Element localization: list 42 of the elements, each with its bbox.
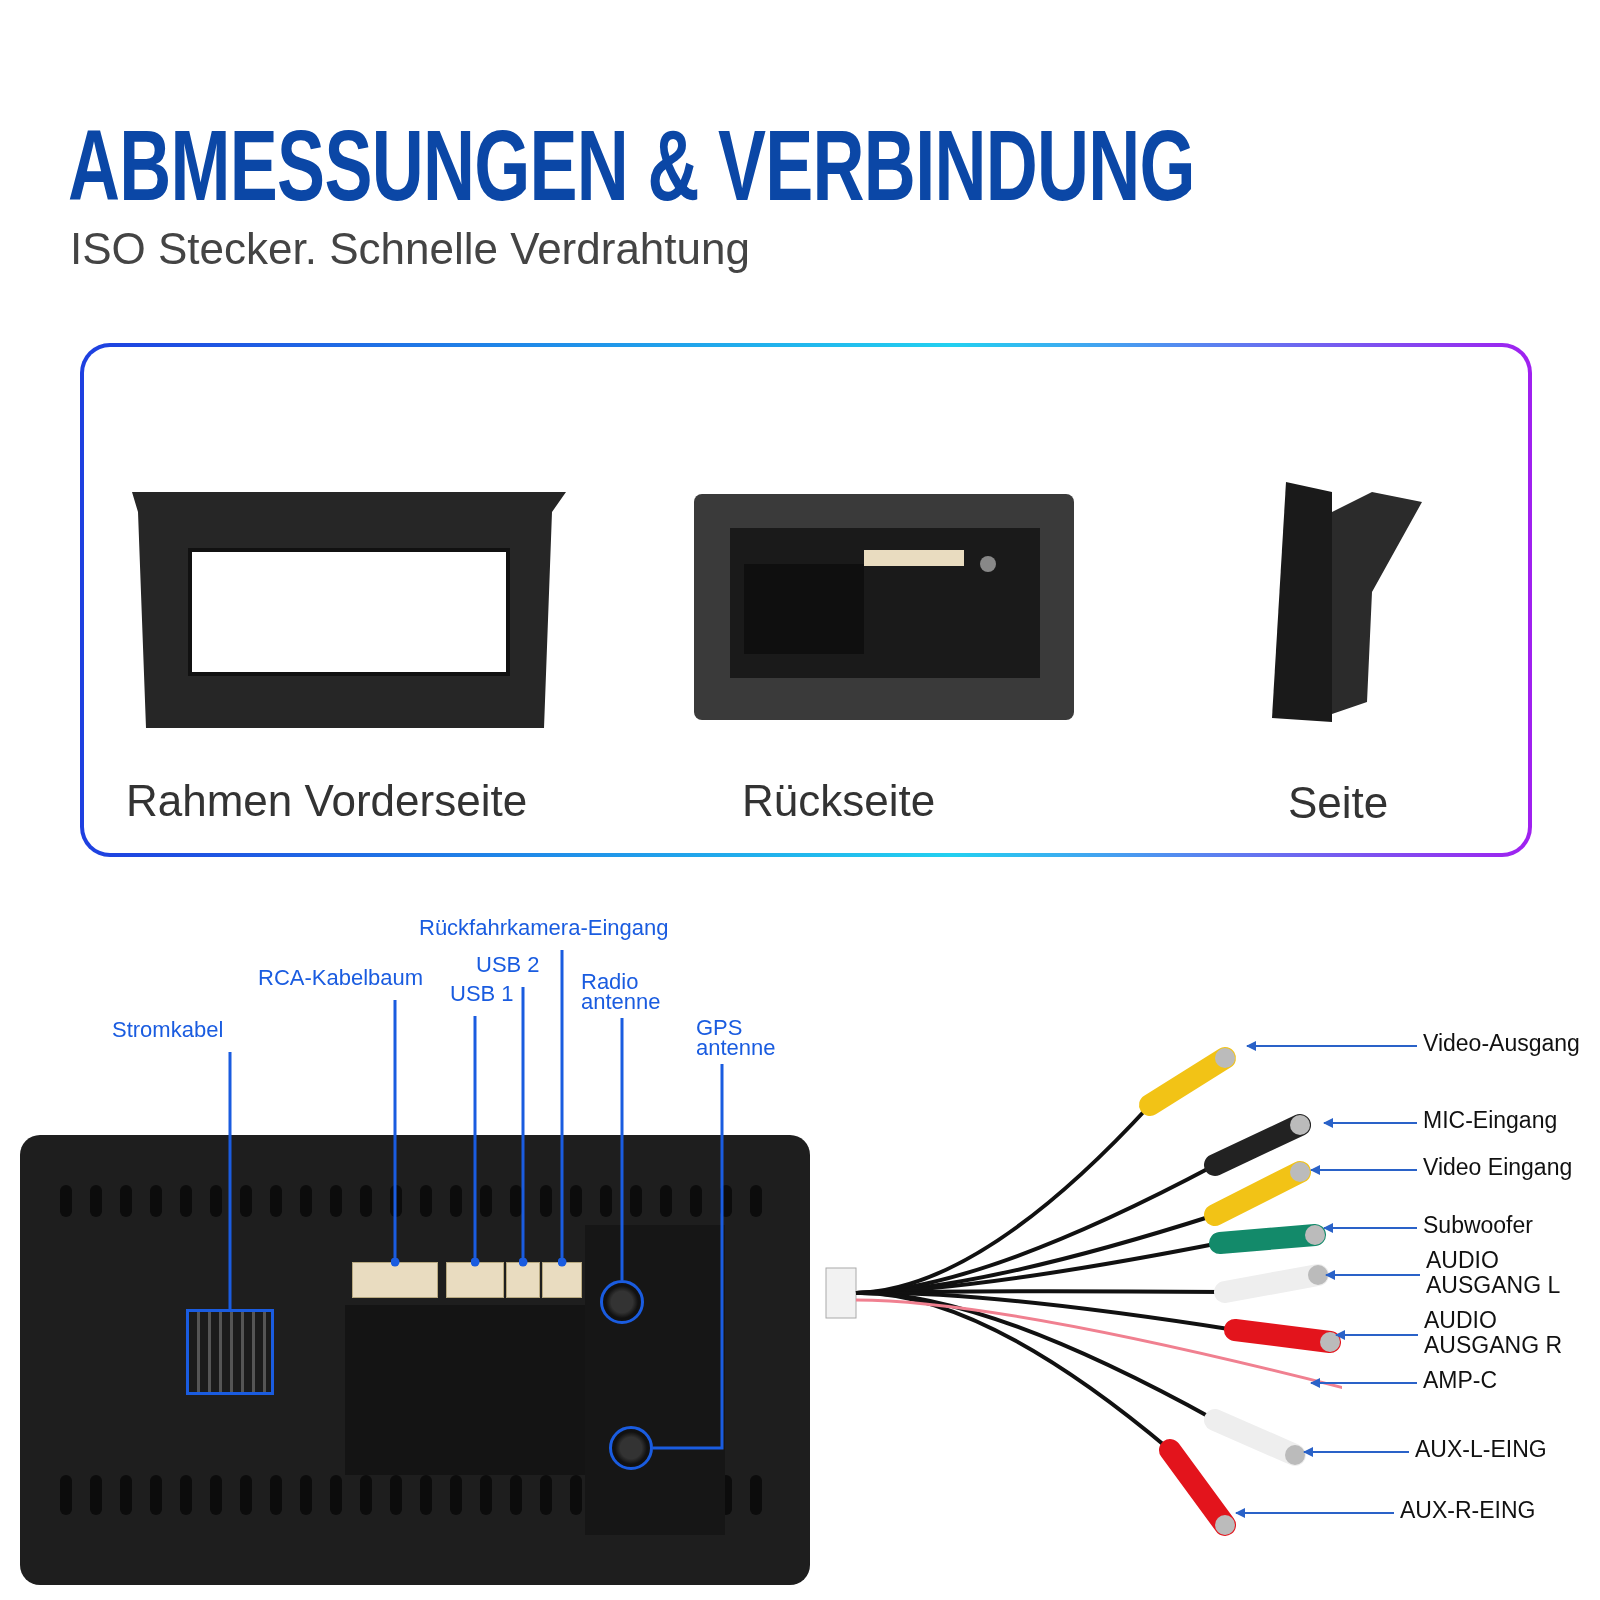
leader-line <box>518 987 528 1267</box>
callout-label: Stromkabel <box>112 1020 244 1050</box>
arrow <box>1303 1447 1410 1457</box>
callout-label: AUDIO AUSGANG R <box>1424 1308 1574 1362</box>
callout-label: AUX-R-EING <box>1400 1498 1540 1528</box>
leader-line <box>470 1016 480 1267</box>
subtitle-text: ISO Stecker. Schnelle Verdrahtung <box>70 224 750 274</box>
leader-line <box>557 950 567 1267</box>
callout-label: MIC-Eingang <box>1423 1108 1573 1138</box>
callout-label: USB 2 <box>476 955 548 985</box>
caption-text: Rückseite <box>742 776 936 826</box>
callout-label: Rückfahrkamera-Eingang <box>419 918 694 948</box>
callout-label: Subwoofer <box>1423 1213 1553 1243</box>
leader-line <box>228 1052 232 1309</box>
callout-label: Video Eingang <box>1423 1155 1588 1185</box>
title-heading: ABMESSUNGEN & VERBINDUNG <box>68 108 1195 223</box>
arrow <box>1323 1118 1418 1128</box>
caption-text: Seite <box>1288 778 1389 828</box>
usb-port <box>446 1262 504 1298</box>
arrow <box>1310 1378 1418 1388</box>
power-connector-port <box>186 1309 274 1395</box>
callout-label: Video-Ausgang <box>1423 1031 1595 1061</box>
leader-line <box>390 1000 400 1267</box>
callout-label: AMP-C <box>1423 1368 1503 1398</box>
usb-port <box>506 1262 540 1298</box>
callout-label: RCA-Kabelbaum <box>258 968 436 998</box>
camera-port <box>542 1262 582 1298</box>
callout-label: AUX-L-EING <box>1415 1437 1555 1467</box>
callout-label: Radio antenne <box>581 972 685 1016</box>
leader-line <box>620 1018 624 1280</box>
callout-label: USB 1 <box>450 984 516 1014</box>
rca-connector-port <box>352 1262 438 1298</box>
leader-line <box>653 1064 724 1450</box>
arrow <box>1323 1223 1418 1233</box>
callout-label: GPS antenne <box>696 1018 800 1062</box>
arrow <box>1235 1508 1395 1518</box>
arrow <box>1325 1270 1421 1280</box>
arrow <box>1246 1041 1418 1051</box>
arrow <box>1335 1330 1419 1340</box>
caption-text: Rahmen Vorderseite <box>126 776 528 826</box>
callout-label: AUDIO AUSGANG L <box>1426 1248 1576 1302</box>
arrow <box>1310 1165 1418 1175</box>
